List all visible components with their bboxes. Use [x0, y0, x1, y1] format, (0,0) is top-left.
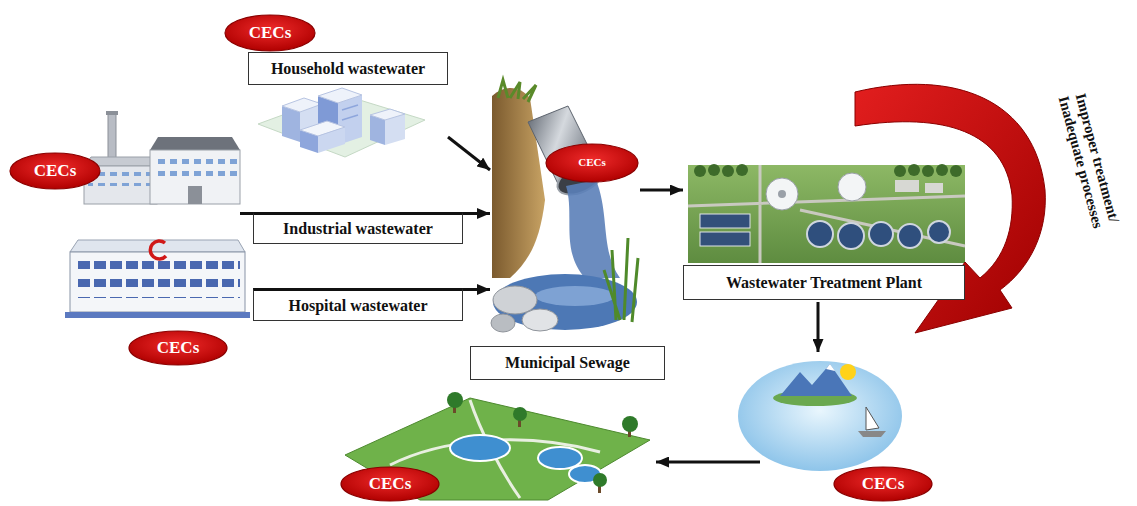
annotation-label: Improper treatment/ Inadequate processes — [1050, 76, 1126, 244]
node-text: CECs — [862, 474, 905, 494]
ellipse-outline — [225, 15, 315, 51]
label-box: Municipal Sewage — [470, 346, 665, 380]
node-text: Household wastewater — [271, 59, 425, 78]
connectors — [448, 137, 683, 290]
sewage-pipe-scene — [491, 80, 638, 332]
cec-badge: CECs — [340, 466, 440, 502]
factory-building — [84, 111, 240, 204]
cec-badge: CECs — [9, 152, 101, 190]
ellipse-outline — [546, 144, 638, 182]
node-text: CECs — [249, 23, 292, 43]
node-text: Industrial wastewater — [283, 219, 433, 238]
flow-connector — [448, 137, 490, 170]
node-text: Municipal Sewage — [505, 353, 630, 372]
hospital-source: Hospital wastewater — [253, 288, 463, 321]
node-text: CECs — [578, 156, 606, 169]
city-buildings — [258, 88, 425, 157]
treatment-plant-photo — [688, 164, 965, 263]
node-text: CECs — [34, 161, 77, 181]
industrial-source: Industrial wastewater — [253, 212, 463, 244]
flow-connector — [640, 189, 683, 192]
ellipse-outline — [10, 153, 100, 189]
flow-arrow — [817, 302, 820, 352]
household-source: Household wastewater — [248, 52, 448, 160]
flow-connector — [463, 212, 490, 215]
treatment-plant: Wastewater Treatment Plant — [683, 163, 965, 300]
label-box: Wastewater Treatment Plant — [683, 265, 965, 300]
ellipse-outline — [341, 467, 439, 501]
municipal-sewage: Municipal SewageCECs — [490, 78, 640, 340]
source-line — [240, 212, 254, 215]
cec-badge: CECs — [545, 143, 639, 183]
node-text: CECs — [369, 474, 412, 494]
hospital-building — [65, 240, 250, 318]
node-text: CECs — [157, 338, 200, 358]
lake-scene — [738, 361, 902, 471]
flow-arrow — [656, 461, 760, 464]
ellipse-outline — [834, 467, 932, 501]
node-text: Hospital wastewater — [288, 296, 427, 315]
cec-badge: CECs — [128, 330, 228, 366]
cec-badge: CECs — [224, 14, 316, 52]
label-box: Household wastewater — [248, 52, 448, 85]
node-text: Wastewater Treatment Plant — [726, 273, 922, 292]
ellipse-outline — [129, 331, 227, 365]
park-scene — [345, 392, 650, 500]
flow-connector — [463, 288, 490, 291]
cec-badge: CECs — [833, 466, 933, 502]
